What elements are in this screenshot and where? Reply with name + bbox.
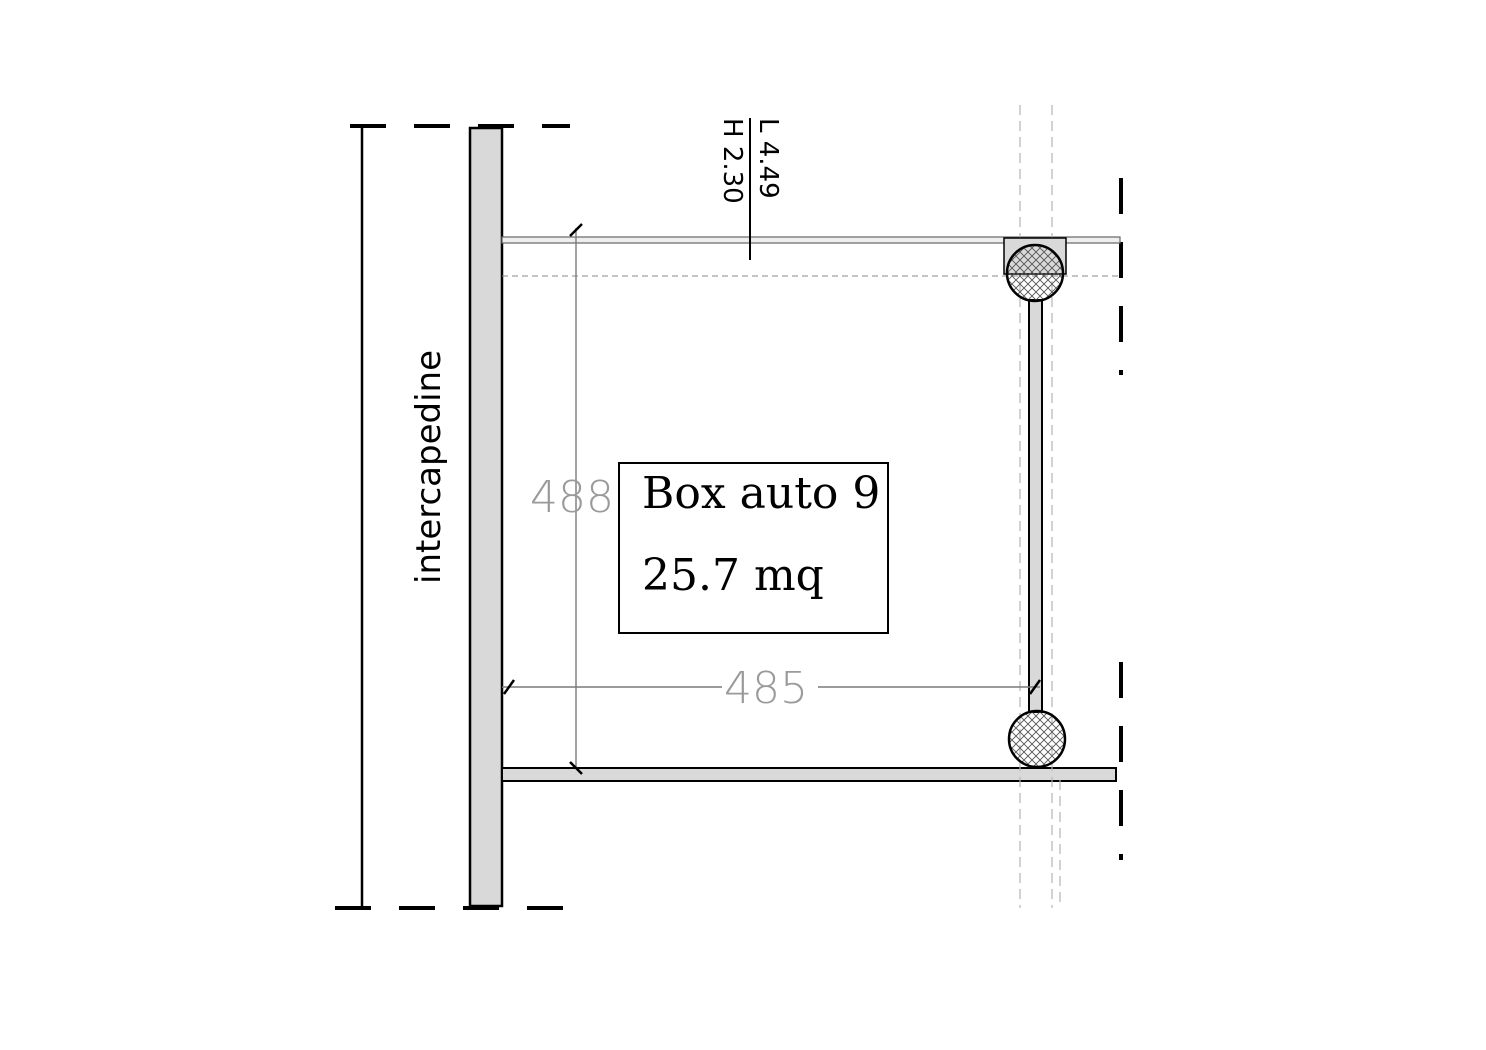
room-area: 25.7 mq	[642, 550, 824, 601]
opening-label: L 4.49 H 2.30	[717, 118, 783, 204]
right-partition	[1028, 299, 1043, 713]
width-dim-label: 485	[724, 663, 808, 714]
column-top	[1005, 243, 1065, 303]
column-bottom	[1007, 709, 1067, 769]
bottom-wall	[501, 767, 1117, 782]
room-label-box	[618, 462, 889, 634]
cavity-label: intercapedine	[409, 350, 449, 584]
opening-height: H 2.30	[717, 118, 747, 204]
room-name: Box auto 9	[642, 468, 880, 519]
height-dimension	[569, 223, 583, 775]
left-wall	[468, 126, 504, 908]
height-dim-label: 488	[530, 472, 614, 523]
opening-length: L 4.49	[753, 118, 783, 199]
break-lines	[335, 124, 1123, 910]
